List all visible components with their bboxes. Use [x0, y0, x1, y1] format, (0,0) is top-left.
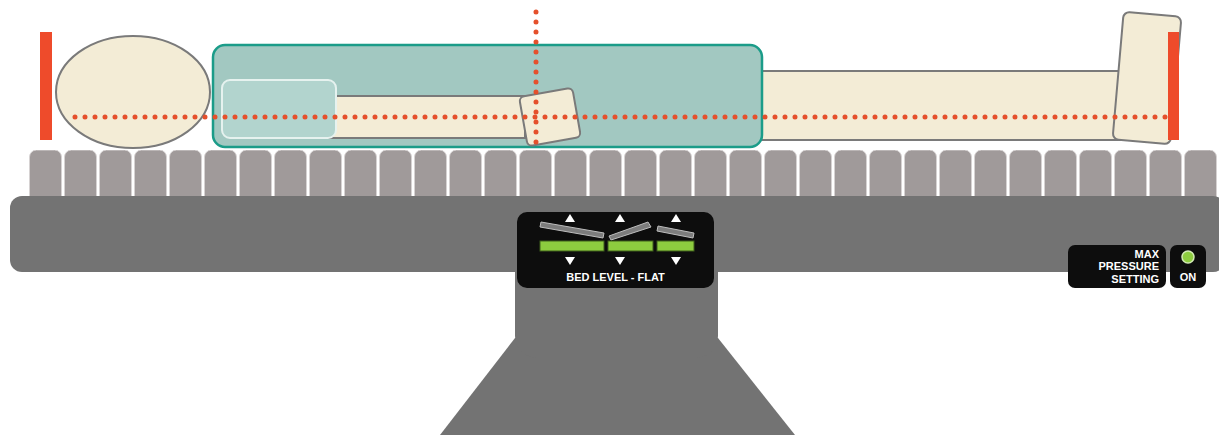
head-stop: [40, 32, 52, 140]
down-arrow: [615, 257, 625, 265]
level-bar: [608, 241, 653, 251]
panel-label: BED LEVEL - FLAT: [566, 271, 665, 283]
control-panel: [517, 212, 714, 288]
section-tilt-icon: [657, 226, 694, 238]
up-arrow: [565, 214, 575, 222]
level-bar: [540, 241, 604, 251]
shoulder-zone: [222, 80, 336, 138]
pressure-panel: [1068, 245, 1166, 288]
down-arrow: [671, 257, 681, 265]
body-foot: [1113, 12, 1182, 145]
body-hip: [519, 88, 581, 147]
section-tilt-icon: [540, 222, 604, 238]
pressure-zone: [213, 45, 762, 147]
section-tilt-icon: [609, 222, 651, 240]
panel-label: MAX PRESSURE SETTING: [1075, 248, 1159, 284]
alignment-line: [534, 12, 539, 143]
foot-stop: [1168, 32, 1179, 140]
control-panel-label: BED LEVEL - FLAT: [517, 212, 714, 288]
panel-label: ON: [1180, 271, 1197, 283]
body-head: [56, 36, 210, 148]
alignment-line: [75, 115, 1166, 120]
power-status-box: ON: [1170, 245, 1206, 288]
power-light: [1182, 251, 1194, 263]
pressure-setting-box: MAX PRESSURE SETTING: [1068, 245, 1166, 288]
up-arrow: [615, 214, 625, 222]
down-arrow: [565, 257, 575, 265]
up-arrow: [671, 214, 681, 222]
level-bar: [657, 241, 694, 251]
power-panel: [1170, 245, 1206, 288]
